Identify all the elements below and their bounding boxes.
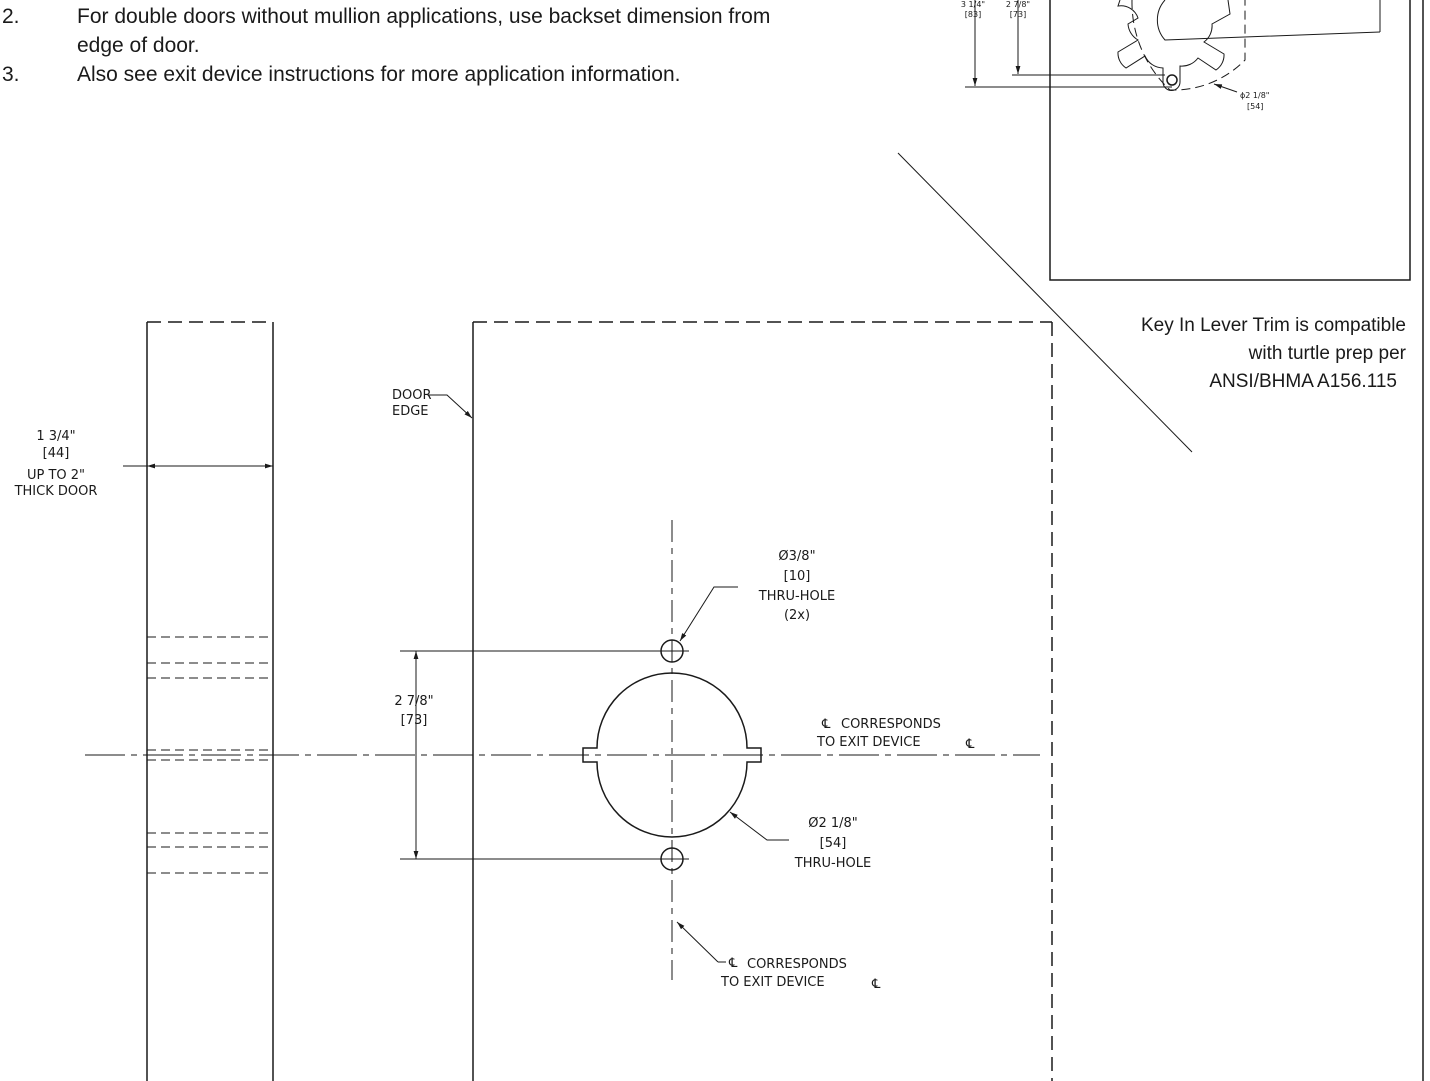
compat-note: Key In Lever Trim is compatible with tur… bbox=[1141, 315, 1407, 392]
inset-dia-leader bbox=[1213, 83, 1238, 93]
cl-bottom-line-1: CORRESPONDS bbox=[747, 957, 847, 972]
small-hole-bottom bbox=[655, 847, 689, 871]
cl-right-end-symbol: ℄ bbox=[965, 737, 975, 752]
cl-right-line-2: TO EXIT DEVICE bbox=[816, 735, 921, 750]
cl-bottom-line-2: TO EXIT DEVICE bbox=[720, 975, 825, 990]
door-edge-label-2: EDGE bbox=[392, 404, 429, 419]
spacing-imperial: 2 7/8" bbox=[394, 694, 433, 709]
note-2-line-1: For double doors without mullion applica… bbox=[77, 5, 770, 28]
inset-dashed-circle bbox=[1131, 0, 1246, 91]
inset-dia-mm: [54] bbox=[1247, 102, 1263, 111]
inset-frame bbox=[1049, 0, 1411, 281]
door-edge-leader bbox=[428, 394, 473, 419]
small-hole-qty: (2x) bbox=[784, 608, 810, 623]
door-section-view: 1 3/4" [44] UP TO 2" THICK DOOR bbox=[14, 321, 274, 1081]
spacing-metric: [73] bbox=[401, 713, 428, 728]
large-hole bbox=[582, 672, 762, 838]
large-hole-dia: Ø2 1/8" bbox=[808, 816, 858, 831]
cl-right-symbol: ℄ bbox=[821, 717, 831, 732]
thickness-imperial: 1 3/4" bbox=[36, 429, 75, 444]
door-face-view: DOOR EDGE 2 7/8" [73] Ø3/8" [10] THRU-HO… bbox=[85, 321, 1053, 1081]
large-hole-type: THRU-HOLE bbox=[794, 856, 871, 871]
cl-bottom-leader bbox=[676, 921, 719, 963]
inset-dim-2-mm: [73] bbox=[1010, 10, 1026, 19]
compat-line-2: with turtle prep per bbox=[1248, 343, 1407, 364]
cl-right-line-1: CORRESPONDS bbox=[841, 717, 941, 732]
thickness-max: UP TO 2" bbox=[27, 468, 85, 483]
small-hole-mm: [10] bbox=[784, 569, 811, 584]
thickness-desc: THICK DOOR bbox=[14, 484, 98, 499]
notes-block: 2. For double doors without mullion appl… bbox=[2, 5, 770, 86]
inset-detail: 3 1/4" [83] 2 7/8" [73] ϕ2 1/8" [54] bbox=[961, 0, 1411, 281]
small-hole-dia: Ø3/8" bbox=[778, 549, 815, 564]
compat-line-1: Key In Lever Trim is compatible bbox=[1141, 315, 1406, 336]
inset-inner-profile bbox=[1156, 0, 1381, 41]
large-hole-leader bbox=[729, 811, 789, 841]
small-hole-top bbox=[655, 639, 689, 663]
cl-bottom-symbol: ℄ bbox=[728, 956, 738, 971]
inset-pin bbox=[1166, 74, 1178, 86]
thickness-metric: [44] bbox=[43, 446, 70, 461]
note-3-line-1: Also see exit device instructions for mo… bbox=[77, 63, 680, 86]
inset-dim-1-mm: [83] bbox=[965, 10, 981, 19]
diagonal-separator bbox=[897, 152, 1193, 453]
inset-dia: ϕ2 1/8" bbox=[1240, 91, 1269, 100]
small-hole-leader bbox=[679, 586, 738, 642]
inset-dim-1: 3 1/4" bbox=[961, 0, 985, 9]
note-2-number: 2. bbox=[2, 5, 20, 28]
compat-line-3: ANSI/BHMA A156.115 bbox=[1209, 371, 1397, 392]
note-2-line-2: edge of door. bbox=[77, 34, 200, 57]
inset-turtle-shape bbox=[1117, 0, 1231, 91]
small-hole-type: THRU-HOLE bbox=[758, 589, 835, 604]
cl-bottom-end-symbol: ℄ bbox=[871, 977, 881, 992]
inset-dim-2: 2 7/8" bbox=[1006, 0, 1030, 9]
large-hole-mm: [54] bbox=[820, 836, 847, 851]
note-3-number: 3. bbox=[2, 63, 20, 86]
door-edge-label-1: DOOR bbox=[392, 388, 432, 403]
